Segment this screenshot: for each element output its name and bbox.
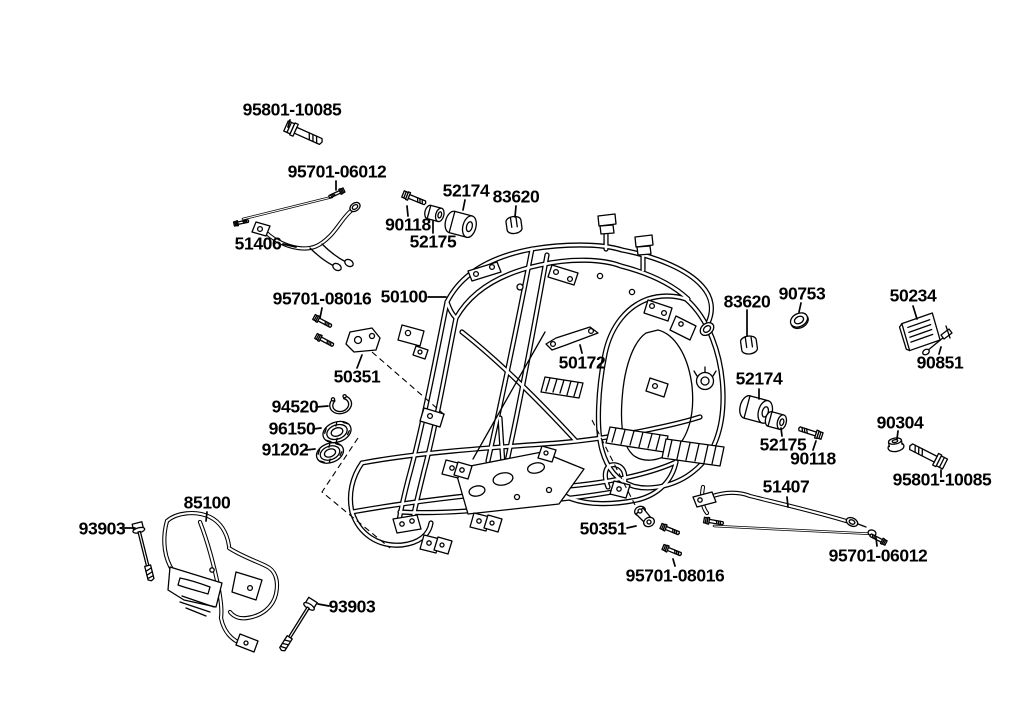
callout-90851: 90851 [916, 352, 964, 373]
callout-50234: 50234 [889, 285, 937, 306]
snapring-94520 [328, 393, 354, 416]
callout-95801-10085-top: 95801-10085 [242, 99, 342, 120]
clip-90851 [922, 326, 952, 356]
callout-90118-top: 90118 [385, 214, 431, 235]
front-guard-85100 [164, 513, 277, 652]
screw-93903-left [130, 520, 158, 583]
stay-50172 [546, 327, 598, 350]
frame-illustration [350, 214, 724, 554]
callout-93903-bottom: 93903 [328, 596, 376, 617]
callout-95701-06012-top: 95701-06012 [287, 161, 387, 182]
bracket-50351-upper [346, 328, 380, 352]
callout-90118-right: 90118 [790, 448, 836, 469]
callout-85100: 85100 [183, 492, 231, 513]
bolt-95801-10085-right [906, 439, 949, 471]
capnut-83620-top [504, 214, 524, 236]
nut-90304 [887, 437, 905, 453]
ring-90753 [788, 310, 811, 331]
callout-95701-08016-top: 95701-08016 [272, 288, 372, 309]
callout-83620-top: 83620 [492, 186, 540, 207]
callout-91202: 91202 [261, 439, 309, 460]
callout-51406: 51406 [234, 233, 282, 254]
callout-52174-right: 52174 [735, 368, 783, 389]
bolt-90118-top [401, 189, 428, 208]
callout-52175-top: 52175 [409, 231, 457, 252]
callout-leader-lines [123, 119, 942, 607]
callout-94520: 94520 [271, 396, 319, 417]
callout-52174-top: 52174 [442, 180, 490, 201]
bracket-50351-lower [633, 505, 656, 529]
plate-50234 [898, 313, 941, 352]
grommet-91202 [313, 438, 347, 468]
callout-90753: 90753 [778, 283, 826, 304]
pipe-51406 [252, 201, 362, 272]
callout-51407: 51407 [762, 476, 810, 497]
callout-90304: 90304 [876, 412, 924, 433]
rod-95701-06012-top [233, 187, 346, 227]
collar-52175-right [763, 410, 789, 431]
callout-50351-upper: 50351 [333, 366, 381, 387]
bolts-95701-08016-top [312, 313, 336, 349]
callout-93903-left: 93903 [78, 518, 126, 539]
callout-50172: 50172 [558, 352, 606, 373]
callout-95801-10085-right: 95801-10085 [892, 469, 992, 490]
callout-95701-06012-bottom: 95701-06012 [828, 545, 928, 566]
capnut-83620-right [739, 334, 759, 356]
screw-93903-bottom [275, 596, 319, 655]
grommet-96150 [319, 416, 355, 448]
assembly-dashed-lines [321, 351, 636, 549]
callout-52175-right: 52175 [759, 434, 807, 455]
bolts-95701-08016-bottom [659, 522, 683, 558]
callout-96150: 96150 [268, 418, 316, 439]
callout-50351-lower: 50351 [579, 518, 627, 539]
tie-rod-95701-06012-bottom [703, 516, 888, 546]
stay-pipe-51407 [693, 484, 866, 528]
callout-50100: 50100 [380, 286, 428, 307]
callout-95701-08016-bottom: 95701-08016 [625, 565, 725, 586]
callout-83620-right: 83620 [723, 291, 771, 312]
